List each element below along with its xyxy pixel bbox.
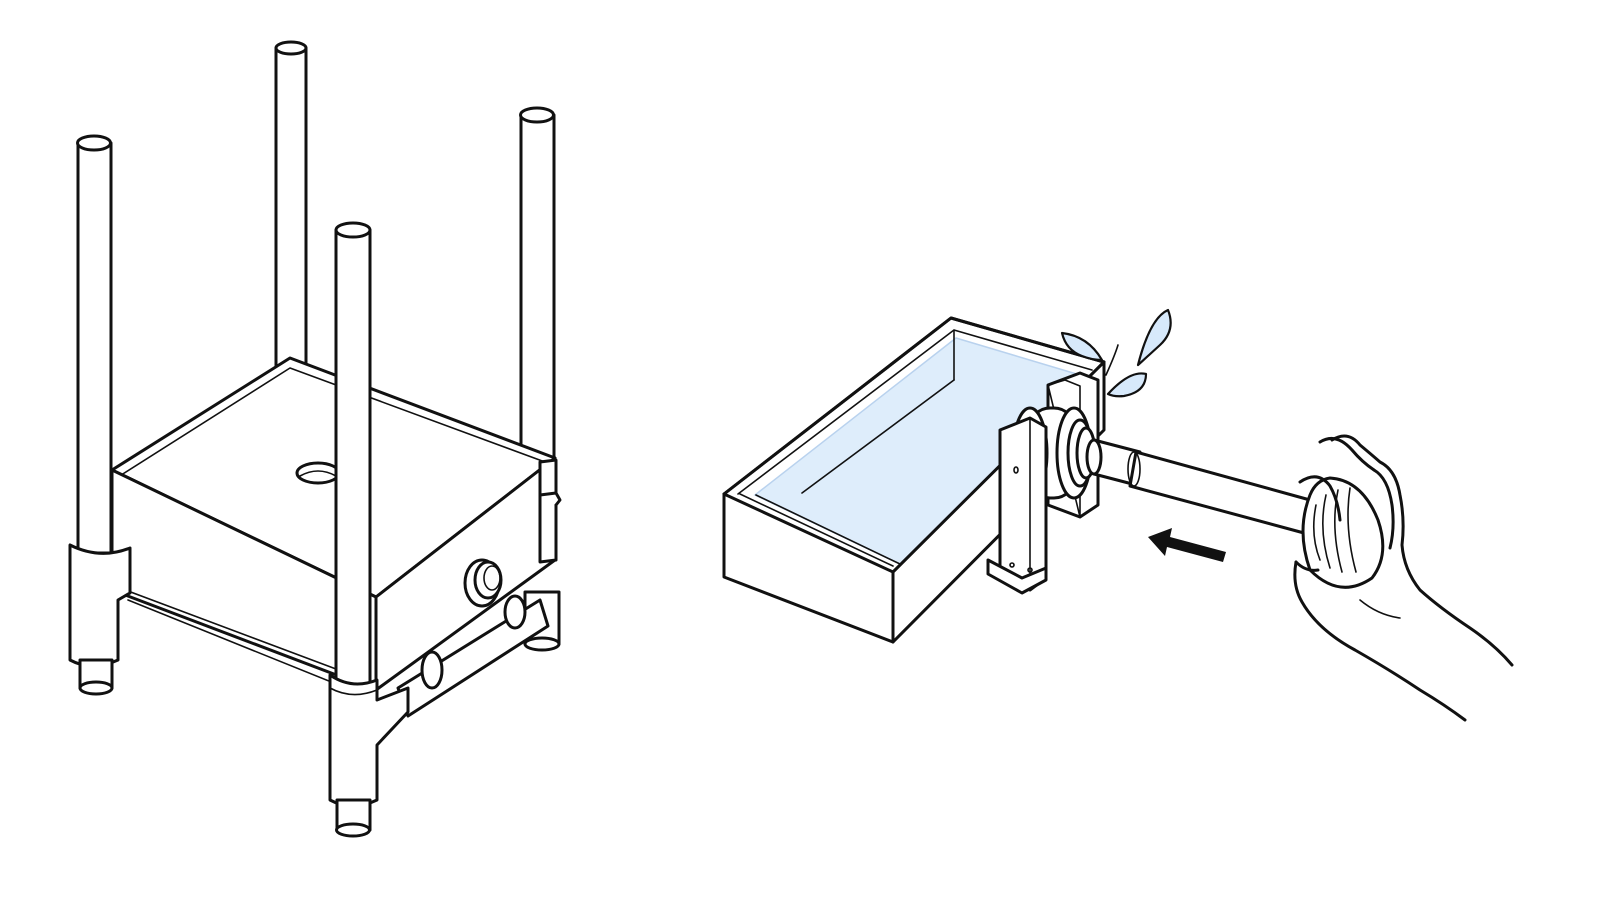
- tray-with-pump-and-handle: [722, 308, 1514, 722]
- water-splash-icon: [1060, 308, 1172, 398]
- front-left-post: [76, 134, 113, 555]
- hand-icon: [1293, 434, 1514, 722]
- front-left-leg: [68, 543, 132, 696]
- handle-shaft: [1127, 450, 1312, 535]
- top-hole: [295, 461, 341, 485]
- front-post: [334, 221, 372, 692]
- front-bracket: [986, 416, 1048, 595]
- right-collar: [538, 458, 562, 564]
- bottom-pipe: [396, 594, 550, 718]
- side-connector: [463, 558, 503, 608]
- pump-nozzle: [1085, 438, 1142, 488]
- front-leg: [328, 673, 410, 838]
- push-arrow-icon: [1148, 528, 1226, 562]
- back-right-post: [519, 106, 556, 462]
- back-left-post: [274, 40, 308, 380]
- stand-with-four-posts: [68, 40, 562, 838]
